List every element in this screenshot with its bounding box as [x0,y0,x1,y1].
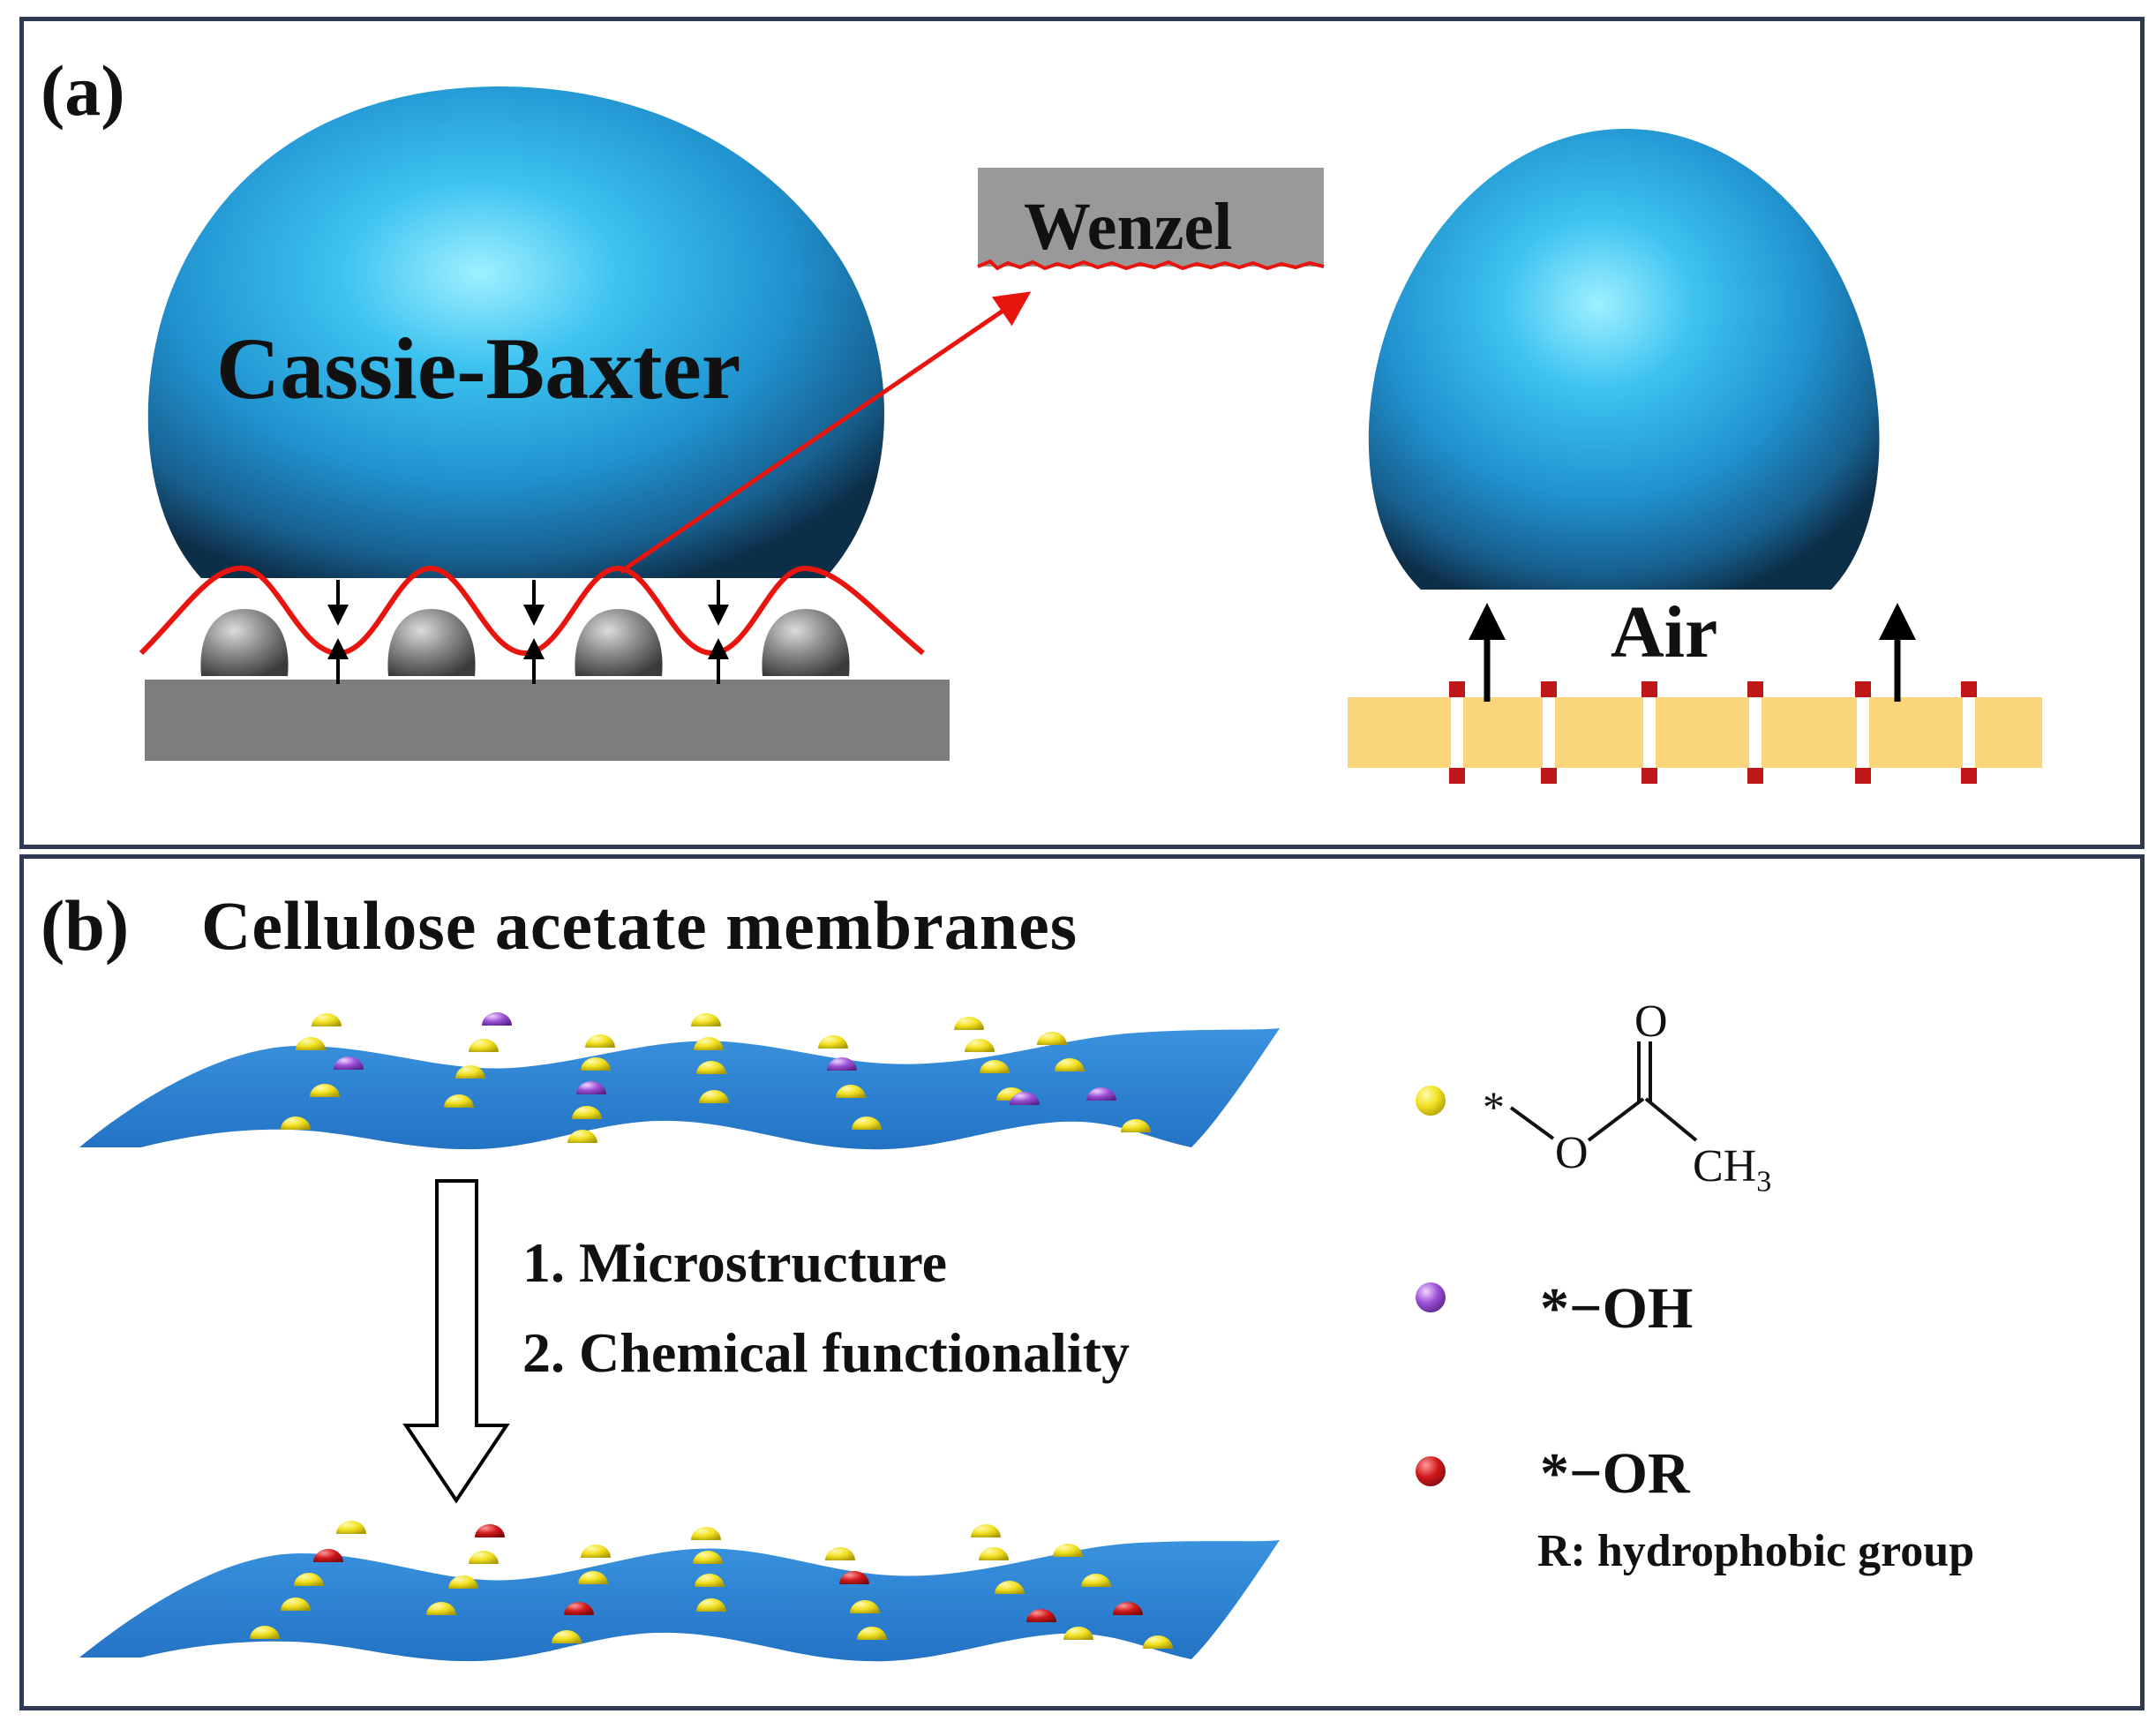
hydrophobic-group-dot [475,1524,505,1537]
acetate-group-dot [979,1547,1009,1560]
legend-hydroxyl-label: *−OH [1540,1276,1694,1341]
wenzel-inset [978,168,1324,267]
wenzel-rough-line [977,259,1325,271]
acetate-carbonyl-oxygen: O [1634,996,1668,1047]
acetate-group-dot [1055,1058,1085,1071]
acetate-group-dot [581,1057,611,1071]
acetate-group-dot [572,1106,602,1119]
hydrophobic-group-dot [1026,1609,1056,1622]
acetate-group-dot [971,1524,1001,1537]
cassie-droplet [147,86,885,579]
hydroxyl-group-dot [482,1012,512,1026]
rough-substrate [145,680,950,761]
acetate-group-dot [444,1094,474,1108]
substrate-bumps [200,609,850,676]
hydroxyl-group-dot [1086,1087,1116,1101]
acetate-group-dot [818,1035,848,1049]
acetate-group-dot [1053,1544,1083,1557]
wenzel-callout-arrow [619,291,1032,575]
acetate-group-dot [448,1575,478,1589]
acetate-group-dot [312,1013,342,1026]
step-microstructure: 1. Microstructure [522,1231,948,1294]
air-gap-arrows [327,580,729,684]
acetate-group-dot [691,1013,721,1026]
acetate-group-dot [1143,1635,1173,1649]
acetate-group-dot [857,1627,887,1640]
legend-hydrophobic-sphere [1416,1456,1446,1486]
acetate-group-dot [696,1061,726,1074]
acetate-group-dot [281,1116,311,1130]
air-droplet [1368,128,1880,590]
acetate-group-dot [995,1581,1025,1594]
pore-marks [1449,681,1977,784]
cassie-baxter-label: Cassie-Baxter [216,319,741,417]
air-up-arrows [1469,603,1916,702]
acetate-ester-oxygen: O [1555,1128,1589,1178]
hydrophobic-group-dot [313,1549,343,1562]
acetate-group-dot [455,1065,485,1079]
acetate-group-dot [693,1551,723,1564]
membrane-sheet-bottom [79,1540,1280,1662]
acetate-group-dot [850,1600,880,1613]
legend-hydrophobic-label: *−OR [1540,1441,1690,1506]
acetate-group-dot [1037,1032,1067,1045]
acetate-group-dot [581,1545,611,1558]
hydroxyl-group-dot [1010,1092,1040,1105]
wenzel-label: Wenzel [1024,190,1233,264]
acetate-group-dot [694,1037,724,1050]
methyl-subscript: 3 [1756,1165,1772,1199]
acetate-methyl: CH3 [1693,1140,1771,1199]
acetate-group-dot [578,1571,608,1584]
acetate-group-dot [469,1039,499,1052]
acetate-group-dot [980,1060,1010,1073]
hydroxyl-group-dot [334,1056,364,1070]
acetate-group-dot [954,1017,984,1030]
acetate-group-dot [825,1547,855,1560]
panel-a-label: (a) [41,50,125,131]
hydrophobic-group-dot [564,1602,594,1615]
acetate-group-dot [567,1130,597,1143]
acetate-group-dot [1081,1574,1111,1587]
legend-acetate-sphere [1416,1086,1446,1116]
acetate-group-dot [695,1574,725,1587]
acetate-group-dot [250,1626,280,1639]
methyl-ch: CH [1693,1141,1757,1192]
acetate-group-dot [296,1037,326,1050]
membrane-top-groups [281,1012,1151,1143]
air-label: Air [1611,591,1718,673]
hydrophobic-group-dot [1113,1602,1143,1615]
step-chemical-functionality: 2. Chemical functionality [522,1321,1130,1384]
panel-b-label: (b) [41,885,130,966]
acetate-group-dot [294,1573,324,1586]
hydroxyl-group-dot [576,1081,606,1094]
acetate-group-dot [336,1521,366,1534]
membrane-pores [1451,697,1975,768]
acetate-group-dot [310,1084,340,1097]
panel-b-title: Cellulose acetate membranes [201,887,1078,964]
acetate-group-dot [585,1034,615,1048]
acetate-group-dot [852,1116,882,1130]
hydroxyl-group-dot [827,1057,857,1071]
membrane-bottom-groups [250,1521,1173,1649]
acetate-group-dot [1121,1119,1151,1132]
acetate-group-dot [552,1630,582,1643]
acetate-group-dot [426,1602,456,1615]
acetate-group-dot [965,1039,995,1052]
acetate-attachment-star: * [1483,1082,1505,1131]
acetate-group-dot [696,1598,726,1612]
acetate-group-dot [699,1090,729,1103]
legend-r-note: R: hydrophobic group [1537,1526,1975,1576]
process-arrow [402,1179,510,1504]
acetate-group-dot [691,1527,721,1540]
porous-membrane [1348,697,2042,768]
acetate-structure-bonds [1509,1041,1698,1142]
hydrophobic-group-dot [839,1571,869,1584]
acetate-group-dot [281,1597,311,1611]
acetate-group-dot [1063,1627,1093,1640]
legend-hydroxyl-sphere [1416,1282,1446,1312]
membrane-sheet-top [79,1028,1280,1150]
acetate-group-dot [836,1085,866,1098]
acetate-group-dot [469,1551,499,1564]
